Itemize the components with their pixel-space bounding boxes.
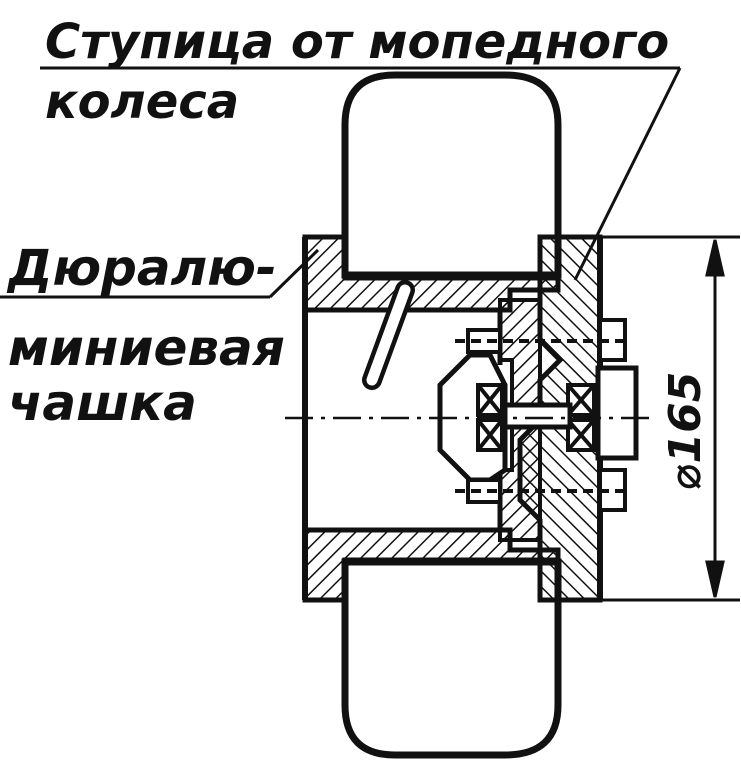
cup-label-line2: миниевая <box>8 319 285 377</box>
cup-label-line1: Дюралю- <box>6 239 277 297</box>
diameter-dimension <box>600 235 740 602</box>
bolt-upper <box>455 318 627 362</box>
leader-hub <box>40 66 682 281</box>
bearing-left <box>476 383 504 452</box>
hub-label-line1: Ступица от мопедного <box>45 14 669 70</box>
hub-label-line2: колеса <box>45 74 239 130</box>
axle <box>502 365 639 461</box>
leader-cup <box>0 248 320 299</box>
tire-lower <box>341 558 562 759</box>
bearing-right <box>566 383 596 452</box>
diameter-label: ⌀165 <box>660 372 711 490</box>
tire-upper <box>341 71 562 279</box>
bolt-lower <box>455 468 627 512</box>
cup-label-line3: чашка <box>8 374 197 432</box>
